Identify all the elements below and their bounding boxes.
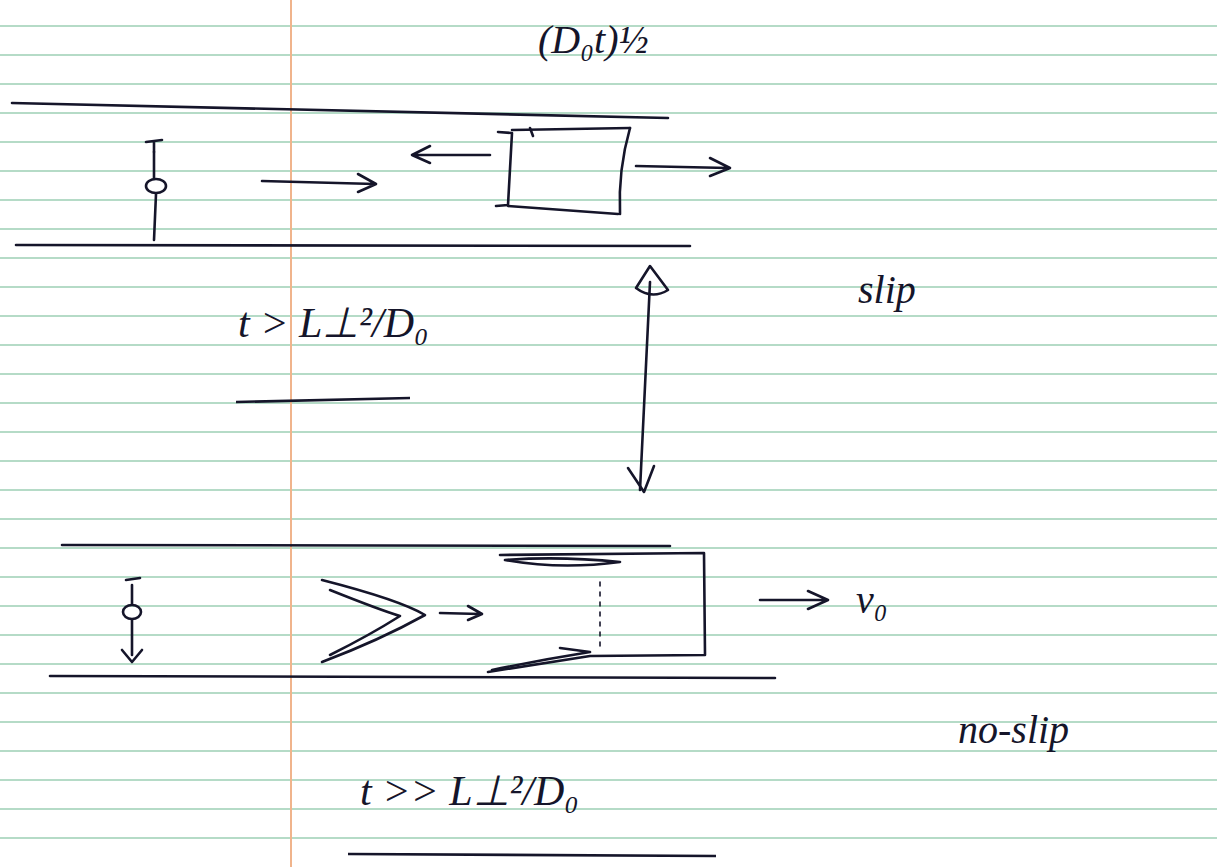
time-condition: t > L⊥²/D₀ [238,300,429,346]
velocity-label: v₀ [856,578,888,622]
boundary-label: no-slip [958,708,1069,752]
underlines [236,398,716,856]
sketch-ink [12,103,828,678]
time-condition: t >> L⊥²/D₀ [360,768,579,814]
margin-line [290,0,292,867]
ruled-lines [0,26,1217,838]
boundary-label: slip [858,268,916,312]
diffusion-length: (D₀t)½ [538,18,649,62]
